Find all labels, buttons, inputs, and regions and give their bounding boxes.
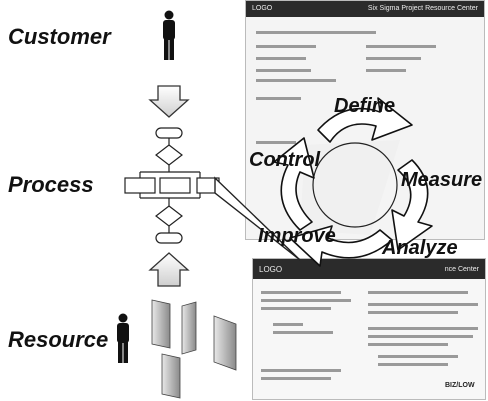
document-logo-front: LOGO (259, 265, 283, 274)
customer-label: Customer (8, 24, 111, 49)
improve-arrow (273, 137, 315, 231)
document-title-front: nce Center (444, 266, 479, 273)
resource-label: Resource (8, 327, 109, 352)
analyze-arrow (289, 225, 393, 267)
cycle-step-measure: Measure (401, 169, 482, 191)
dmaic-cycle (273, 97, 433, 267)
process-pointer-arrow (214, 176, 301, 261)
measure-arrow (391, 159, 433, 251)
process-flowchart (124, 127, 220, 244)
document-sheet-front: LOGO nce Center BIZ/LOW (252, 258, 486, 400)
cycle-step-define: Define (334, 95, 395, 117)
document-title-back: Six Sigma Project Resource Center (367, 5, 478, 12)
cycle-step-analyze: Analyze (381, 237, 458, 259)
process-label: Process (8, 172, 94, 197)
resource-person-icon (117, 313, 129, 363)
resource-panels (151, 299, 237, 399)
document-logo-back: LOGO (252, 5, 273, 12)
define-arrow (317, 97, 413, 143)
cycle-step-improve: Improve (258, 225, 336, 247)
down-arrow-icon (148, 85, 190, 118)
document-header-front: LOGO nce Center (253, 259, 485, 279)
customer-person-icon (163, 10, 175, 60)
document-header-back: LOGO Six Sigma Project Resource Center (246, 1, 484, 17)
up-arrow-icon (148, 252, 190, 287)
footer-logo: BIZ/LOW (445, 382, 475, 389)
cycle-step-control: Control (249, 149, 321, 171)
